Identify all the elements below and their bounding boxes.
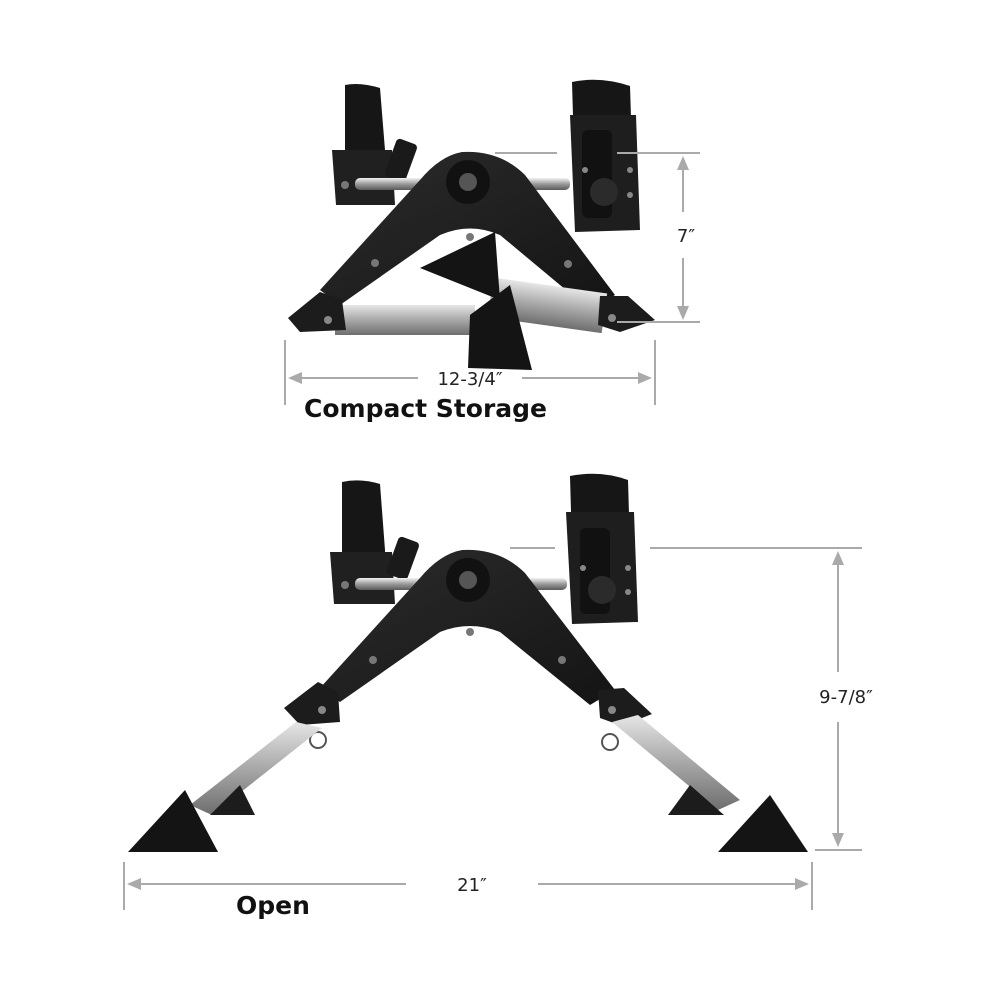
open-width-label: 21″ [457,875,487,896]
left-pull-pin [309,731,327,749]
left-hinge-open [284,682,340,725]
left-foot-open [128,790,218,852]
left-hinge [288,292,346,332]
compact-storage-caption: Compact Storage [304,394,547,423]
left-pedal-open [330,480,395,604]
compact-width-dimension: 12-3/4″ [284,340,656,405]
compact-height-dimension: 7″ [495,152,700,323]
right-pedal-open [566,473,638,624]
open-pedal-exerciser [128,473,808,852]
open-height-dimension: 9-7/8″ [510,547,873,851]
left-crank-knob [384,138,417,182]
open-caption: Open [236,891,310,920]
compact-pedal-exerciser [288,79,655,370]
left-crank-knob-open [386,536,419,580]
open-width-dimension: 21″ [123,862,813,910]
right-pull-pin [601,733,619,751]
compact-width-label: 12-3/4″ [437,369,502,390]
left-leg-extended [190,722,322,815]
left-foot-folded [420,232,500,300]
right-foot-folded [468,285,532,370]
compact-height-label: 7″ [677,226,695,247]
right-hinge [598,296,655,332]
left-pedal [332,84,395,205]
right-foot-open [718,795,808,852]
left-leg-folded [335,305,475,335]
right-leg-extended [612,715,740,810]
right-pedal [570,79,640,232]
open-height-label: 9-7/8″ [819,687,873,708]
